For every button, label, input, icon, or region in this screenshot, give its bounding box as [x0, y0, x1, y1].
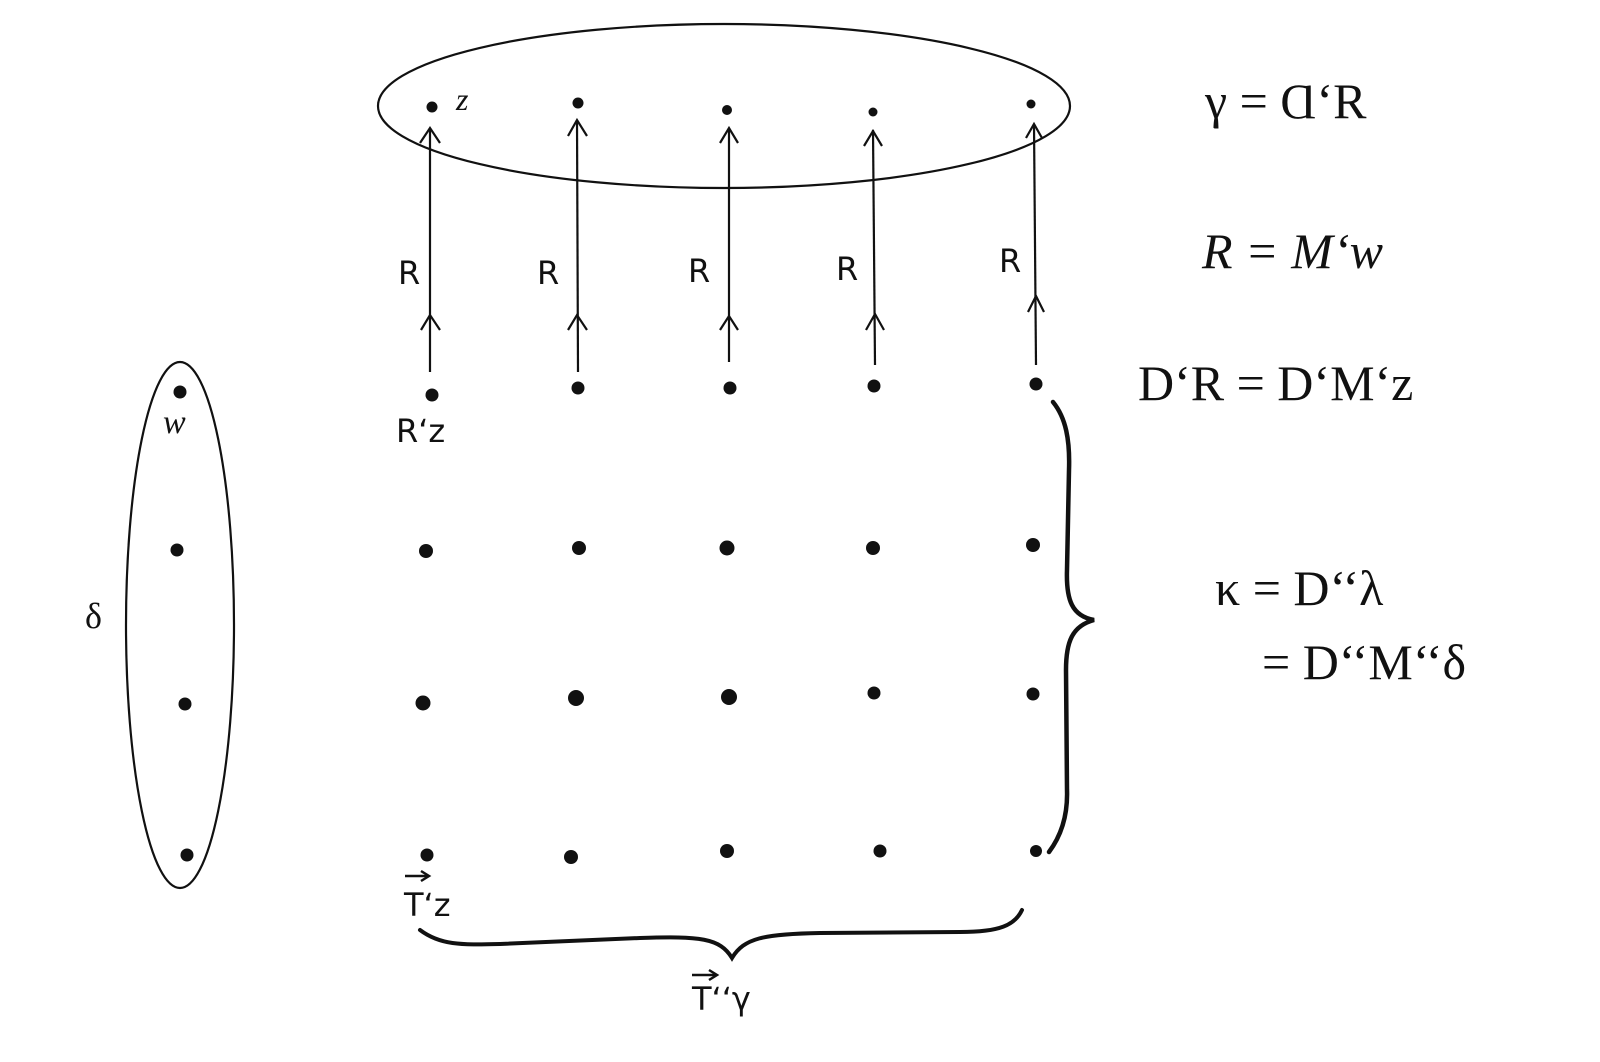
- gamma-dots: [426, 97, 1036, 117]
- grid-row-2-dots: [419, 538, 1040, 558]
- formula-R: R = M‘w: [1202, 226, 1383, 276]
- w-label: w: [163, 404, 186, 441]
- delta-ellipse: [124, 360, 236, 890]
- R-label-2: R: [537, 254, 559, 292]
- kappa-brace: [1046, 399, 1095, 855]
- formula-R-text: R = M‘w: [1202, 223, 1383, 279]
- formula-domain: D‘R = D‘M‘z: [1138, 358, 1413, 408]
- z-label: z: [455, 81, 469, 117]
- R-label-5: R: [999, 242, 1021, 280]
- formula-kappa-line1-text: κ = D‘‘λ: [1215, 560, 1384, 616]
- svg-text:T‘z: T‘z: [403, 886, 451, 924]
- formula-gamma: γ = Ɑ‘R: [1205, 76, 1366, 126]
- delta-label: δ: [85, 596, 102, 636]
- R-labels: R R R R R: [398, 242, 1021, 292]
- R-label-4: R: [836, 250, 858, 288]
- T-gamma-brace: [418, 908, 1024, 962]
- T-of-z-label: T‘z: [403, 869, 451, 924]
- R-arrows: [419, 117, 1045, 373]
- svg-text:R‘z: R‘z: [396, 412, 445, 450]
- R-label-1: R: [398, 254, 420, 292]
- bottom-row-dots: [420, 844, 1042, 864]
- formula-kappa-line1: κ = D‘‘λ: [1215, 563, 1383, 613]
- R-label-3: R: [688, 252, 710, 290]
- domain-row-dots: [425, 377, 1043, 402]
- formula-kappa-line2: = D‘‘M‘‘δ: [1262, 637, 1466, 687]
- gamma-ellipse: [376, 22, 1072, 190]
- R-of-z-label: R‘z: [396, 412, 445, 450]
- grid-row-3-dots: [415, 686, 1040, 711]
- formula-kappa-line2-text: = D‘‘M‘‘δ: [1262, 634, 1467, 690]
- svg-text:T‘‘γ: T‘‘γ: [691, 980, 751, 1018]
- delta-dots: [170, 385, 194, 862]
- formula-gamma-text: γ = Ɑ‘R: [1205, 73, 1367, 129]
- T-of-gamma-label: T‘‘γ: [691, 968, 751, 1018]
- formula-domain-text: D‘R = D‘M‘z: [1138, 355, 1414, 411]
